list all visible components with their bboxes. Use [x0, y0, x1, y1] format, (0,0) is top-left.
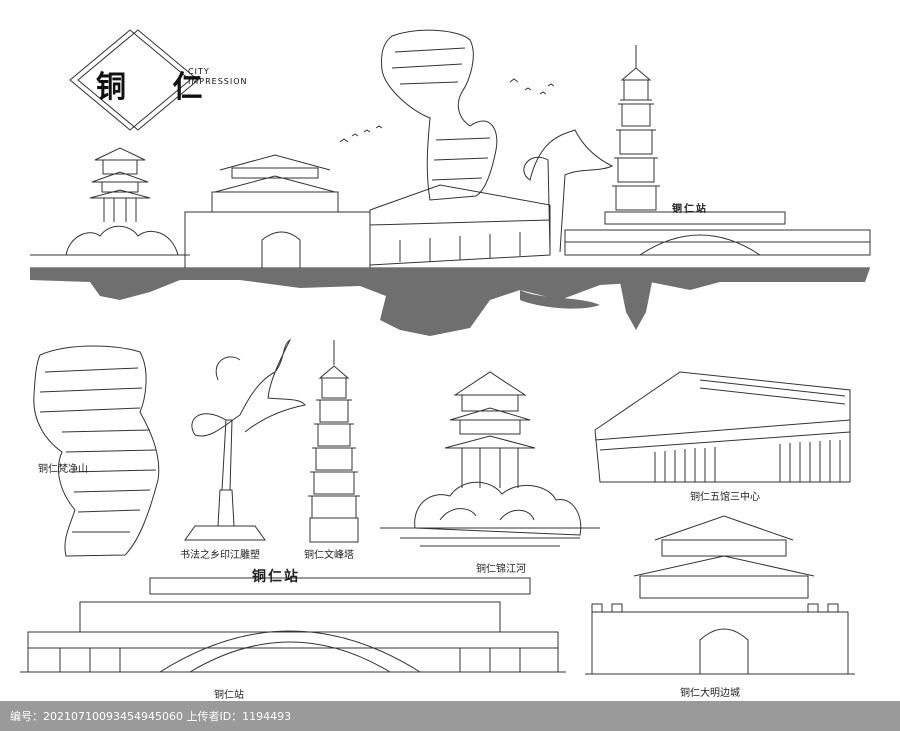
label-city-gate: 铜仁大明边城: [680, 688, 740, 699]
label-pagoda: 铜仁文峰塔: [304, 550, 354, 561]
calligraphy-sculpture: [184, 338, 306, 541]
skyline-sculpture: [523, 129, 614, 253]
large-city-gate: [585, 515, 855, 675]
skyline-city-gate: [184, 154, 371, 269]
label-fanjingshan: 铜仁梵净山: [38, 464, 88, 475]
skyline-reflection: [30, 268, 870, 336]
skyline-bushes: [30, 225, 190, 256]
jinjiang-pavilion: [444, 371, 536, 488]
label-river: 铜仁锦江河: [476, 564, 526, 575]
skyline-rock-pillar: [381, 29, 498, 201]
large-station: [20, 577, 566, 673]
label-five-halls: 铜仁五馆三中心: [690, 492, 760, 503]
footer-id-text: 编号：20210710093454945060 上传者ID：1194493: [10, 710, 292, 723]
skyline-station-sign: 铜仁站: [672, 204, 708, 215]
jinjiang-bushes: [380, 481, 600, 547]
large-station-sign: 铜仁站: [252, 569, 300, 585]
wenfeng-pagoda: [308, 340, 360, 543]
city-title: 铜 仁: [96, 70, 221, 105]
large-gate-battlements: [591, 603, 839, 612]
large-station-columns: [59, 648, 521, 672]
label-sculpture: 书法之乡印江雕塑: [180, 550, 260, 561]
skyline-pavilion: [89, 147, 151, 222]
skyline-station: [564, 211, 871, 256]
city-title-english-line1: CITY: [188, 67, 210, 76]
label-station: 铜仁站: [214, 690, 244, 701]
city-title-english-line2: IMPRESSION: [188, 77, 248, 86]
footer-bar: 编号：20210710093454945060 上传者ID：1194493: [0, 701, 900, 731]
skyline-pagoda: [612, 45, 660, 211]
skyline-birds: [339, 78, 555, 143]
five-halls-building: [594, 371, 851, 483]
fanjingshan-rock: [33, 345, 160, 557]
five-halls-facade: [654, 440, 841, 482]
title-diamond-frame: [69, 29, 199, 131]
